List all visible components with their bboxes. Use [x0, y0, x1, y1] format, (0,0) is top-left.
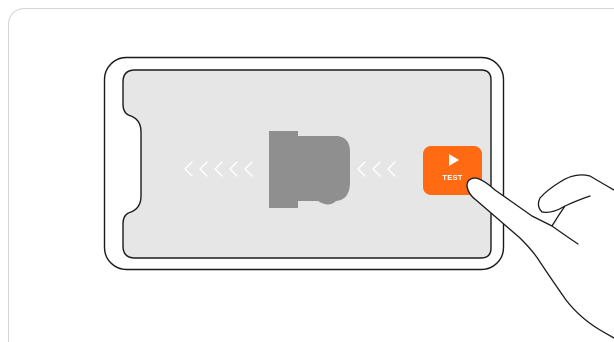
test-button-label: TEST — [423, 173, 482, 182]
play-icon — [448, 153, 460, 167]
sd-card-icon — [269, 131, 350, 208]
test-button[interactable]: TEST — [423, 146, 482, 195]
